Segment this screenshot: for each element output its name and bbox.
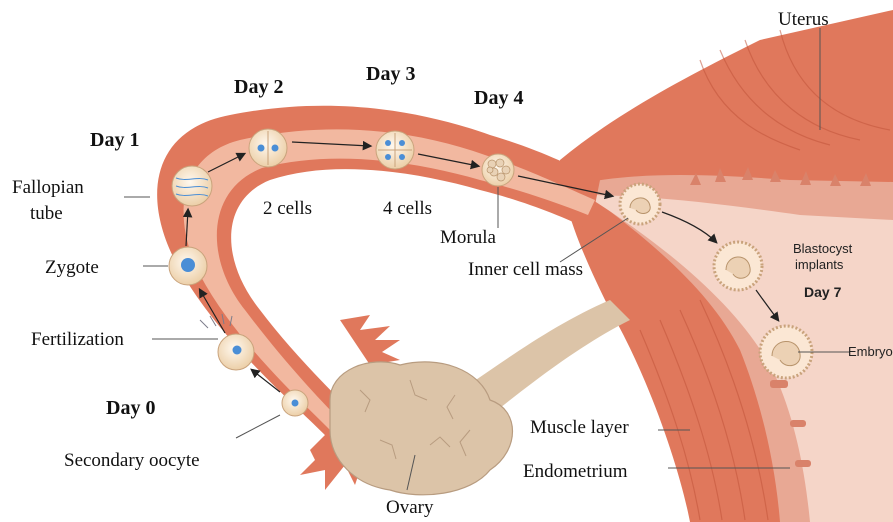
blastocyst-implanting	[714, 242, 762, 290]
day-2-label: Day 2	[234, 77, 283, 97]
day-1-label: Day 1	[90, 130, 139, 150]
muscle-layer-label: Muscle layer	[530, 418, 629, 437]
two-cell-embryo	[249, 129, 287, 167]
endometrium-label: Endometrium	[523, 462, 627, 481]
secondary-oocyte-cell	[282, 390, 308, 416]
day-0-label: Day 0	[106, 398, 155, 418]
fallopian-tube-label-line2: tube	[30, 204, 63, 223]
day-7-label: Day 7	[804, 285, 841, 299]
blastocyst-label-line2: implants	[795, 258, 843, 271]
zygote-label: Zygote	[45, 258, 99, 277]
uterus-label: Uterus	[778, 10, 829, 29]
embryo-label: Embryo	[848, 345, 893, 358]
four-cells-label: 4 cells	[383, 199, 432, 218]
fallopian-tube-label-line1: Fallopian	[12, 178, 84, 197]
morula-label: Morula	[440, 228, 496, 247]
zygote-cell	[169, 247, 207, 285]
secondary-oocyte-label: Secondary oocyte	[64, 451, 200, 470]
ovary-label: Ovary	[386, 498, 433, 517]
day-3-label: Day 3	[366, 64, 415, 84]
morula-cell	[482, 154, 514, 186]
four-cell-embryo	[376, 131, 414, 169]
day-4-label: Day 4	[474, 88, 523, 108]
blastocyst-label-line1: Blastocyst	[793, 242, 852, 255]
two-cells-label: 2 cells	[263, 199, 312, 218]
fertilized-egg-cell	[218, 334, 254, 370]
fertilization-label: Fertilization	[31, 330, 124, 349]
day1-dividing-cell	[172, 166, 212, 206]
inner-cell-mass-label: Inner cell mass	[468, 260, 583, 279]
blastocyst-tube	[620, 184, 660, 224]
